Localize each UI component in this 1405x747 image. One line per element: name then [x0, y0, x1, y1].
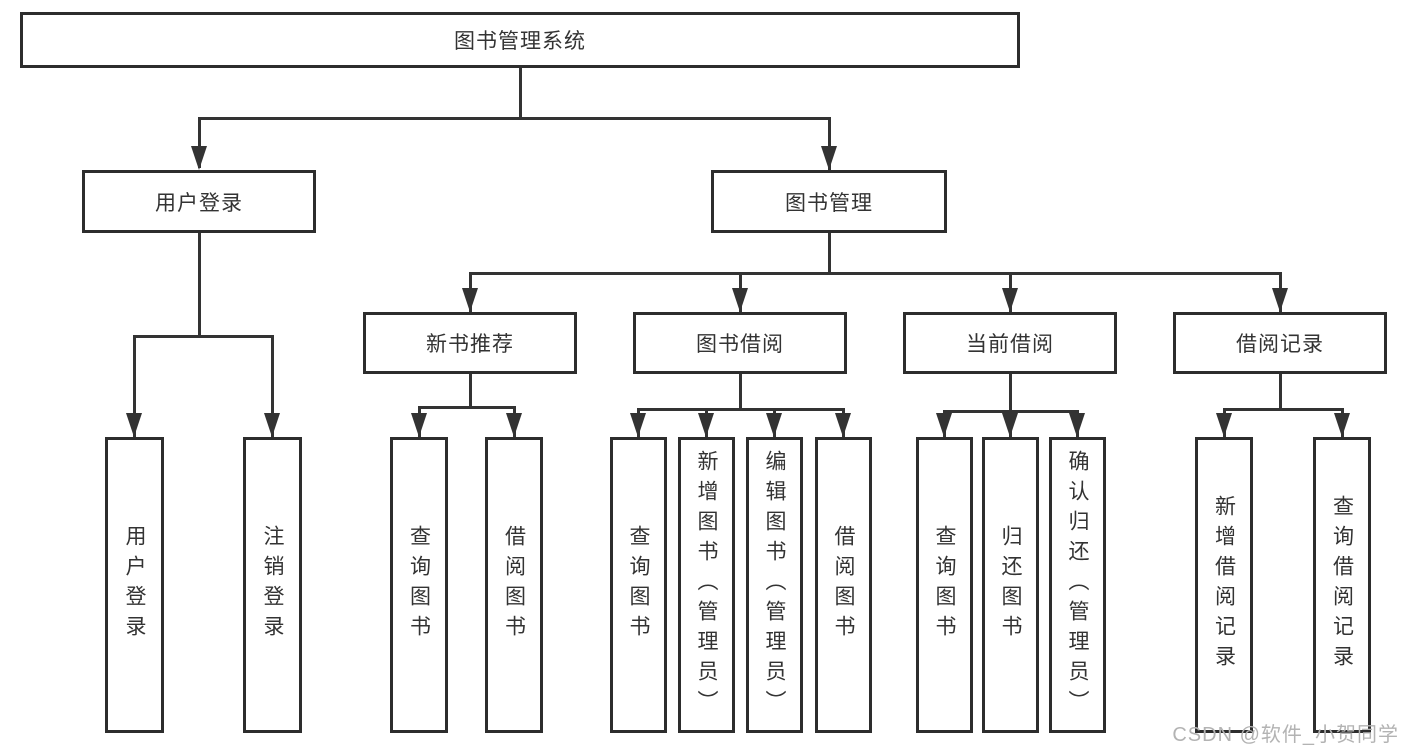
arrowhead-to-leaf-borrowing-borrow [835, 413, 851, 437]
leaf-borrowing-borrow-books: 借阅图书 [815, 437, 872, 733]
node-book-borrowing-label: 图书借阅 [696, 333, 784, 356]
arrowhead-to-leaf-current-confirm [1069, 413, 1085, 437]
arrowhead-to-leaf-user-login [126, 413, 142, 437]
leaf-borrowing-borrow-books-label: 借阅图书 [832, 525, 855, 645]
leaf-borrowing-add-books-admin: 新增图书（管理员） [678, 437, 735, 733]
connector-hline-root [198, 117, 830, 120]
leaf-user-login: 用户登录 [105, 437, 164, 733]
arrowhead-to-new-book-recommend [462, 288, 478, 312]
connector-stem-borrow-records [1279, 374, 1282, 408]
leaf-records-query-record-label: 查询借阅记录 [1330, 495, 1354, 675]
arrowhead-to-leaf-current-return [1002, 413, 1018, 437]
leaf-records-query-record: 查询借阅记录 [1313, 437, 1371, 733]
arrowhead-to-book-management [821, 146, 837, 170]
node-new-book-recommend: 新书推荐 [363, 312, 577, 374]
connector-drop-leaf-logout [271, 335, 274, 437]
arrowhead-to-leaf-current-query [936, 413, 952, 437]
leaf-current-return-books-label: 归还图书 [999, 525, 1022, 645]
leaf-newbooks-borrow-books: 借阅图书 [485, 437, 543, 733]
arrowhead-to-current-borrowing [1002, 288, 1018, 312]
node-book-management: 图书管理 [711, 170, 947, 233]
leaf-newbooks-query-books-label: 查询图书 [407, 525, 431, 645]
leaf-logout-label: 注销登录 [261, 525, 284, 645]
connector-stem-book-management [828, 233, 831, 272]
connector-drop-book-management [828, 117, 831, 170]
node-book-borrowing: 图书借阅 [633, 312, 847, 374]
arrowhead-to-book-borrowing [732, 288, 748, 312]
leaf-user-login-label: 用户登录 [123, 525, 146, 645]
leaf-borrowing-add-books-admin-label: 新增图书（管理员） [695, 450, 718, 720]
node-current-borrowing-label: 当前借阅 [966, 333, 1054, 356]
connector-stem-user-login [198, 233, 201, 335]
arrowhead-to-leaf-borrowing-query [630, 413, 646, 437]
connector-stem-root [519, 68, 522, 117]
node-user-login-label: 用户登录 [155, 191, 243, 215]
leaf-borrowing-edit-books-admin-label: 编辑图书（管理员） [763, 450, 786, 720]
node-library-system-label: 图书管理系统 [454, 30, 586, 53]
connector-stem-book-borrowing [739, 374, 742, 408]
node-book-management-label: 图书管理 [785, 191, 873, 215]
arrowhead-to-borrow-records [1272, 288, 1288, 312]
arrowhead-to-user-login [191, 146, 207, 170]
connector-hline-book-management [469, 272, 1281, 275]
leaf-logout: 注销登录 [243, 437, 302, 733]
arrowhead-to-leaf-borrowing-add [698, 413, 714, 437]
leaf-current-confirm-return-admin: 确认归还（管理员） [1049, 437, 1106, 733]
leaf-borrowing-edit-books-admin: 编辑图书（管理员） [746, 437, 803, 733]
node-library-system: 图书管理系统 [20, 12, 1020, 68]
leaf-current-query-books: 查询图书 [916, 437, 973, 733]
arrowhead-to-leaf-records-query [1334, 413, 1350, 437]
arrowhead-to-leaf-newbooks-query [411, 413, 427, 437]
leaf-records-add-record-label: 新增借阅记录 [1212, 495, 1236, 675]
connector-stem-new-book-recommend [469, 374, 472, 406]
leaf-borrowing-query-books-label: 查询图书 [627, 525, 650, 645]
arrowhead-to-leaf-borrowing-edit [766, 413, 782, 437]
arrowhead-to-leaf-newbooks-borrow [506, 413, 522, 437]
node-borrow-records-label: 借阅记录 [1236, 333, 1324, 356]
connector-stem-current-borrowing [1009, 374, 1012, 410]
leaf-records-add-record: 新增借阅记录 [1195, 437, 1253, 733]
connector-hline-user-login [133, 335, 274, 338]
node-user-login: 用户登录 [82, 170, 316, 233]
leaf-current-query-books-label: 查询图书 [933, 525, 956, 645]
node-new-book-recommend-label: 新书推荐 [426, 333, 514, 356]
leaf-newbooks-borrow-books-label: 借阅图书 [502, 525, 526, 645]
csdn-watermark: CSDN @软件_小贺同学 [1172, 724, 1399, 746]
leaf-newbooks-query-books: 查询图书 [390, 437, 448, 733]
connector-hline-borrow-records [1223, 408, 1343, 411]
node-current-borrowing: 当前借阅 [903, 312, 1117, 374]
node-borrow-records: 借阅记录 [1173, 312, 1387, 374]
leaf-current-return-books: 归还图书 [982, 437, 1039, 733]
connector-drop-user-login [198, 117, 201, 168]
connector-drop-leaf-user-login [133, 335, 136, 437]
connector-hline-book-borrowing [637, 408, 844, 411]
arrowhead-to-leaf-logout [264, 413, 280, 437]
leaf-current-confirm-return-admin-label: 确认归还（管理员） [1066, 450, 1089, 720]
leaf-borrowing-query-books: 查询图书 [610, 437, 667, 733]
connector-hline-new-book-recommend [418, 406, 515, 409]
arrowhead-to-leaf-records-add [1216, 413, 1232, 437]
